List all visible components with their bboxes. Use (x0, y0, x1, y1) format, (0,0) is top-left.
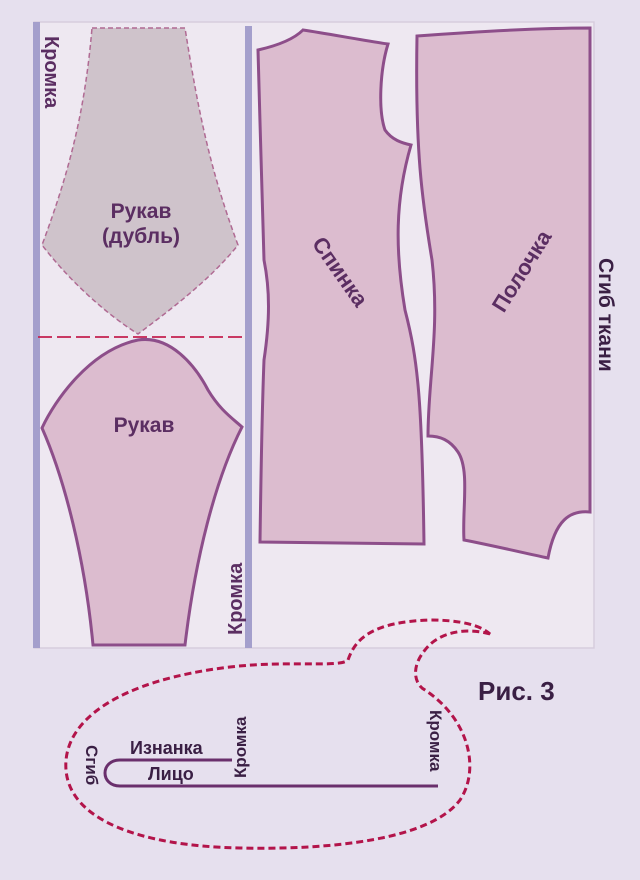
label-sleeve-double-line1: Рукав (111, 200, 172, 223)
fabric-fold-line (103, 758, 438, 788)
fold-diagram-fold: Сгиб (82, 745, 101, 785)
selvedge-bar-left (33, 22, 40, 648)
back-piece (256, 28, 426, 546)
label-selvedge-middle: Кромка (225, 562, 247, 635)
fold-diagram-right-side: Лицо (148, 764, 194, 784)
front-piece (415, 26, 592, 560)
sleeve-piece (40, 338, 244, 647)
label-sleeve-double-line2: (дубль) (102, 225, 180, 248)
sleeve-double-piece (41, 27, 239, 335)
label-selvedge-left: Кромка (40, 36, 62, 109)
fold-diagram-bubble (64, 618, 492, 850)
selvedge-bar-middle (245, 26, 252, 648)
figure-caption: Рис. 3 (478, 676, 555, 706)
fold-diagram-wrong-side: Изнанка (130, 738, 204, 758)
label-sleeve-double: Рукав(дубль) (102, 200, 180, 248)
fold-diagram-selvedge-inner: Кромка (231, 716, 250, 778)
label-sleeve: Рукав (114, 414, 175, 437)
label-fold: Сгиб ткани (594, 258, 617, 372)
fold-diagram-selvedge-outer: Кромка (426, 710, 445, 772)
